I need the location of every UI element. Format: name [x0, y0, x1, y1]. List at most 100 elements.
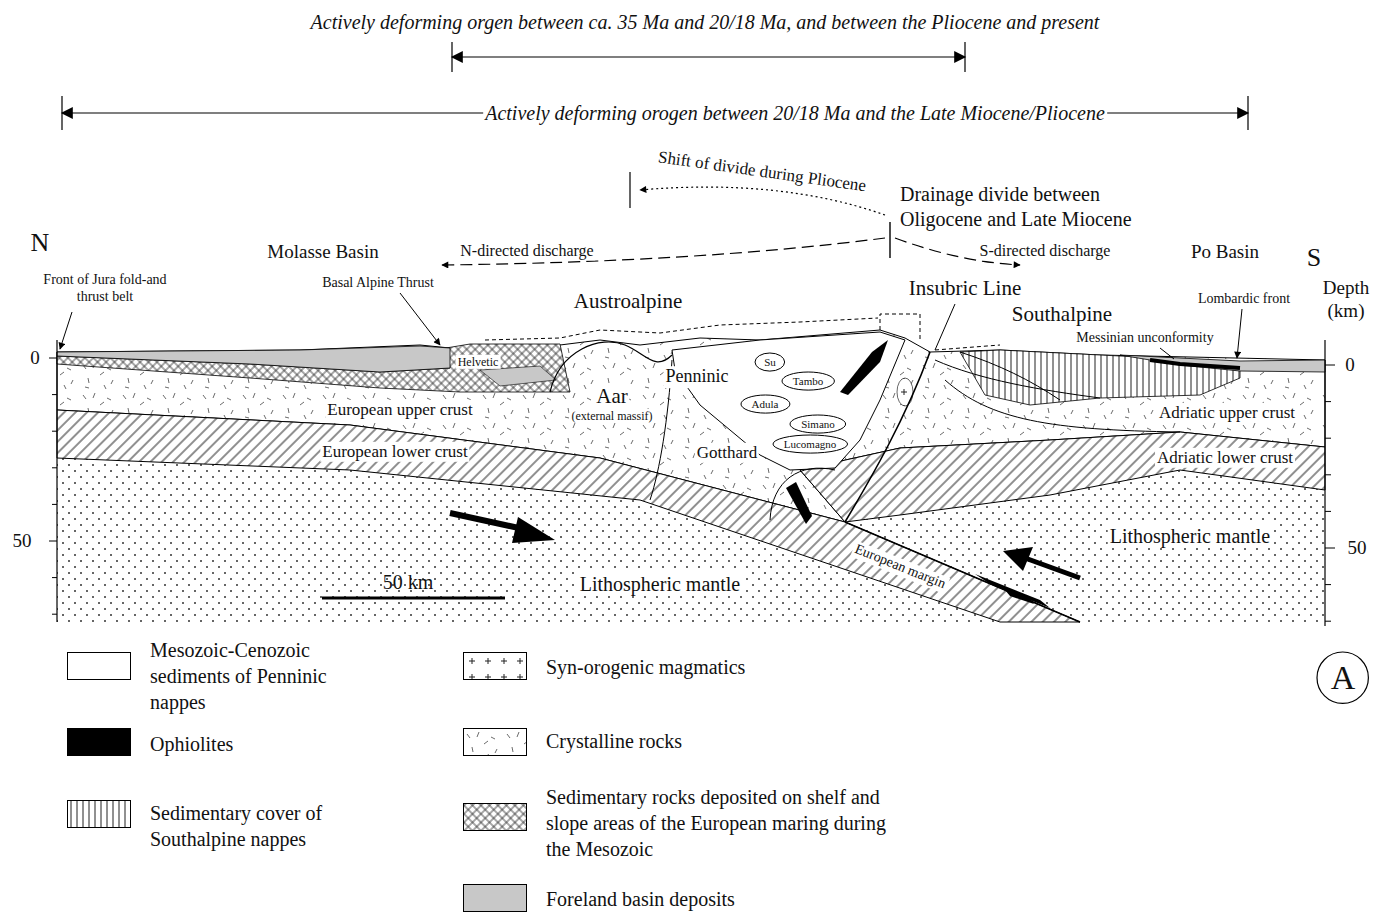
node-label: Simano — [801, 418, 835, 430]
layer-label: Lithospheric mantle — [578, 572, 743, 596]
european-lower-crust-fill — [57, 410, 1080, 622]
legend-swatch — [67, 652, 131, 680]
thrust-line — [945, 380, 1180, 432]
ellipse-outline — [782, 372, 834, 390]
depth-axis — [56, 340, 57, 622]
callout-label: Basal Alpine Thrust — [322, 275, 434, 292]
legend-pattern-fill — [464, 653, 526, 679]
legend-text: Syn-orogenic magmatics — [546, 654, 896, 680]
nappe-ellipse: Adula — [740, 394, 791, 414]
callout-label: Lombardic front — [1198, 291, 1290, 308]
callout-label: Messinian unconformity — [1076, 330, 1213, 347]
node-text-block: Adula — [752, 398, 779, 410]
axis-ticks — [1325, 365, 1335, 621]
node-label: A — [1331, 659, 1356, 696]
legend-pattern-fill — [68, 801, 130, 827]
eroded-outline — [880, 314, 920, 340]
compass-letter: N — [31, 227, 50, 258]
magmatic-body — [897, 378, 913, 406]
leader-line — [1160, 348, 1174, 359]
eroded-outline — [485, 318, 878, 340]
legend-text: Foreland basin deposits — [546, 886, 896, 912]
motion-arrow — [1003, 547, 1033, 571]
legend-pattern — [464, 653, 526, 679]
legend-text: Mesozoic-Cenozoic sediments of Penninic … — [150, 637, 365, 715]
callout-label: Front of Jura fold-and thrust belt — [30, 272, 180, 306]
eroded-outline — [935, 345, 1000, 350]
layer-label: Adriatic lower crust — [1155, 448, 1295, 468]
axis-number: 50 — [1348, 537, 1367, 560]
ophiolite — [975, 574, 1050, 608]
node-label: Tambo — [793, 375, 823, 387]
messinian-unconformity-line — [1150, 360, 1240, 368]
nappe-ellipse: Simano — [789, 414, 847, 434]
scale-bar — [322, 597, 505, 600]
node-text-block: A — [1331, 659, 1356, 696]
po-basin-fill — [1120, 355, 1325, 372]
ophiolite — [840, 340, 888, 395]
southalpine-cover-fill — [960, 350, 1240, 405]
period-bracket — [452, 42, 965, 72]
legend-swatch — [67, 800, 131, 828]
ophiolite — [786, 482, 812, 524]
node-text-block: Lucomagno — [784, 438, 837, 450]
leader-line — [60, 312, 72, 349]
depth-axis — [1324, 340, 1325, 626]
unit-label: (external massif) — [570, 409, 655, 423]
legend-pattern-fill — [464, 804, 526, 830]
divide-note: Drainage divide between Oligocene and La… — [900, 182, 1175, 232]
period-bracket — [62, 96, 1248, 130]
nappe-ellipse: Tambo — [781, 371, 835, 391]
mesozoic-shelf-fill — [57, 344, 570, 392]
legend-pattern — [464, 804, 526, 830]
axis-number: 0 — [30, 347, 40, 370]
node-text-block: Simano — [801, 418, 835, 430]
legend-pattern — [464, 729, 526, 755]
axis-title: Depth (km) — [1317, 277, 1375, 323]
discharge-label: N-directed discharge — [458, 241, 595, 260]
legend-swatch — [463, 652, 527, 680]
compass-letter: S — [1307, 242, 1321, 273]
unit-label: Penninic — [664, 366, 731, 388]
leader-line — [1237, 309, 1242, 358]
node-label: Adula — [752, 398, 779, 410]
legend-text: Crystalline rocks — [546, 728, 896, 754]
unit-label: Austroalpine — [574, 289, 682, 314]
layer-label: European upper crust — [325, 400, 474, 420]
ellipse-outline — [790, 415, 846, 433]
divide-shift-arrow — [629, 172, 630, 208]
axis-number: 50 — [13, 530, 32, 553]
legend-text: Ophiolites — [150, 731, 365, 757]
axis-ticks — [49, 358, 57, 614]
discharge-arrow — [442, 238, 885, 265]
nappe-ellipse: Su — [754, 352, 786, 372]
subduction-interface — [845, 522, 1080, 622]
scale-label: 50 km — [383, 570, 434, 594]
nappe-ellipse: Lucomagno — [772, 434, 849, 454]
fault-label: Insubric Line — [909, 276, 1022, 301]
period-bracket — [452, 56, 965, 57]
leader-line — [935, 304, 955, 350]
legend-pattern — [68, 801, 130, 827]
axis-number: 0 — [1345, 354, 1355, 377]
thrust-line — [960, 352, 1060, 400]
node-label: Su — [764, 356, 776, 368]
node-label: Lucomagno — [784, 438, 837, 450]
adriatic-lower-crust-fill — [800, 432, 1325, 522]
ellipse-outline — [773, 435, 848, 453]
layer-label: European lower crust — [320, 442, 469, 462]
period-note: Actively deforming orgen between ca. 35 … — [311, 10, 1100, 34]
unit-label: Helvetic — [456, 355, 501, 369]
period-note: Actively deforming orogen between 20/18 … — [483, 101, 1107, 125]
motion-arrow — [512, 517, 555, 543]
ellipse-outline — [741, 395, 790, 413]
unit-label: Gotthard — [695, 443, 759, 463]
leader-line — [400, 293, 440, 345]
basin-label: Molasse Basin — [267, 241, 378, 264]
legend-swatch — [463, 728, 527, 756]
discharge-label: S-directed discharge — [978, 241, 1113, 260]
layer-label: Lithospheric mantle — [1108, 524, 1273, 548]
legend-text: Sedimentary rocks deposited on shelf and… — [546, 784, 896, 862]
molasse-fill — [57, 346, 450, 372]
motion-arrow — [1025, 558, 1080, 578]
